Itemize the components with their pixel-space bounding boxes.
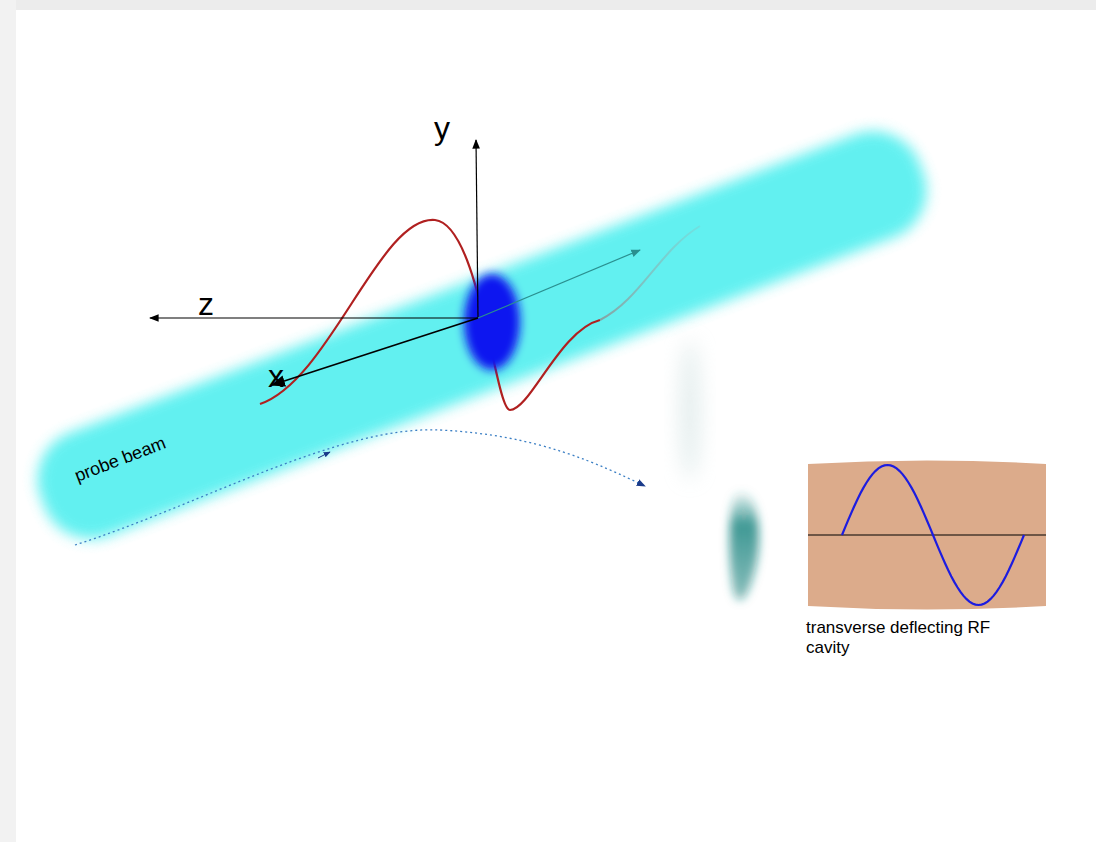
probe-beam-tube [23,117,941,554]
cavity-axis [808,534,1046,535]
axis-label: y [434,112,450,144]
axis-label: z [198,288,214,320]
electron-bunch [464,274,520,370]
faint-streak [680,340,700,480]
laser-pulse-fade [600,226,700,320]
x-axis [272,318,478,385]
trajectory-arrow [318,452,330,458]
rf-wave [842,465,1024,605]
cavity-shape [806,456,1056,616]
axis-label: x [268,360,284,392]
y-axis [476,140,478,318]
cavity-body [808,461,1046,610]
frame-bar [0,0,16,842]
laser-pulse [260,220,600,410]
rf-cavity: transverse deflecting RF cavity [806,456,1056,659]
frame-bar [0,0,1096,10]
beam-axis [478,250,640,318]
deflected-streak [729,492,758,600]
node-caption: transverse deflecting RF cavity [806,618,1006,659]
